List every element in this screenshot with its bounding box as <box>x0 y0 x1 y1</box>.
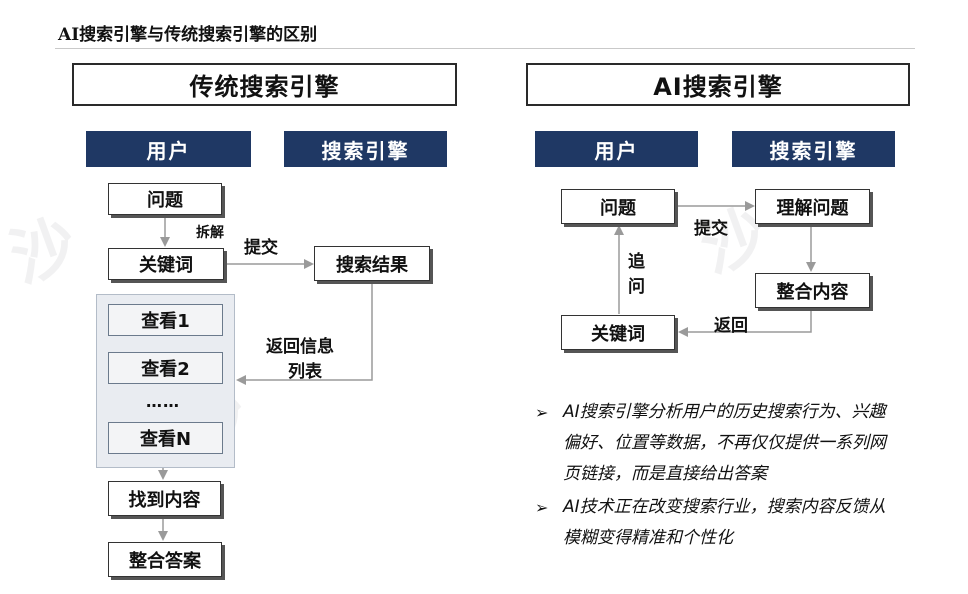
follow-up-label-1: 追 <box>628 252 645 272</box>
integrate-answer-node: 整合答案 <box>108 542 222 577</box>
return-list-label-line2: 列表 <box>288 362 322 382</box>
decompose-label: 拆解 <box>196 225 224 241</box>
arrow-ai-integrate-to-keyword <box>678 309 812 337</box>
traditional-keyword-node: 关键词 <box>108 248 224 280</box>
bullet-item: ➢ AI搜索引擎分析用户的历史搜索行为、兴趣偏好、位置等数据，不再仅仅提供一系列… <box>535 397 895 490</box>
view-result-1: 查看1 <box>108 304 223 336</box>
ai-keyword-node: 关键词 <box>561 315 675 350</box>
bullet-item: ➢ AI技术正在改变搜索行业，搜索内容反馈从模糊变得精准和个性化 <box>535 492 895 554</box>
ai-title: AI搜索引擎 <box>526 63 910 106</box>
title-divider <box>55 48 915 49</box>
traditional-title: 传统搜索引擎 <box>72 63 457 106</box>
ellipsis-text: …… <box>146 392 180 411</box>
find-content-node: 找到内容 <box>108 481 221 516</box>
bullet-arrow-icon: ➢ <box>535 498 549 517</box>
traditional-col-user: 用户 <box>86 131 251 167</box>
ai-col-user: 用户 <box>535 131 698 167</box>
submit-label: 提交 <box>244 238 278 258</box>
page-title: AI搜索引擎与传统搜索引擎的区别 <box>58 25 318 45</box>
view-result-n: 查看N <box>108 422 223 454</box>
search-result-node: 搜索结果 <box>314 246 430 281</box>
bullet-text: AI搜索引擎分析用户的历史搜索行为、兴趣偏好、位置等数据，不再仅仅提供一系列网页… <box>563 402 886 484</box>
follow-up-label-2: 问 <box>628 277 645 297</box>
arrow-result-to-list <box>236 281 373 385</box>
view-result-2: 查看2 <box>108 352 223 384</box>
ai-submit-label: 提交 <box>694 219 728 239</box>
summary-bullets: ➢ AI搜索引擎分析用户的历史搜索行为、兴趣偏好、位置等数据，不再仅仅提供一系列… <box>535 397 895 556</box>
integrate-content-node: 整合内容 <box>755 273 870 308</box>
ai-col-engine: 搜索引擎 <box>732 131 895 167</box>
ai-return-label: 返回 <box>714 316 748 336</box>
return-list-label-line1: 返回信息 <box>266 337 334 357</box>
ai-question-node: 问题 <box>561 189 675 224</box>
traditional-col-engine: 搜索引擎 <box>284 131 447 167</box>
understand-question-node: 理解问题 <box>755 189 870 224</box>
traditional-question-node: 问题 <box>108 183 222 215</box>
bullet-arrow-icon: ➢ <box>535 403 549 422</box>
bullet-text: AI技术正在改变搜索行业，搜索内容反馈从模糊变得精准和个性化 <box>563 497 886 548</box>
